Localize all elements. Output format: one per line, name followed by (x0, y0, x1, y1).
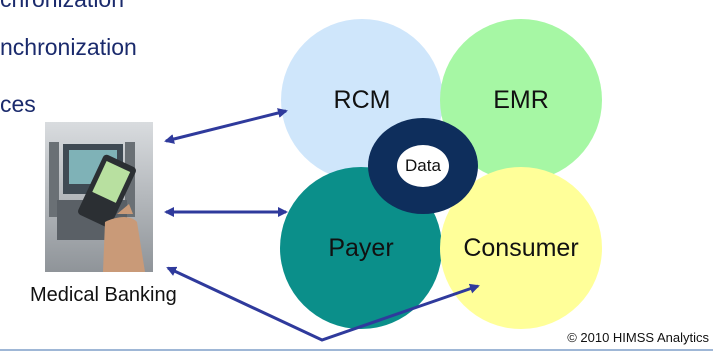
emr-label: EMR (493, 85, 549, 114)
arrow-banking-rcm (164, 108, 288, 144)
bottom-divider (0, 349, 713, 351)
rcm-label: RCM (333, 85, 391, 114)
consumer-label: Consumer (463, 233, 579, 262)
bullet-text-2: nchronization (0, 34, 137, 60)
payer-label: Payer (328, 233, 394, 262)
bullet-text-3: ces (0, 91, 36, 117)
data-center: Data (397, 145, 449, 187)
data-label: Data (405, 156, 441, 175)
bullet-text-1: chronization (0, 0, 124, 13)
consumer-circle: Consumer (440, 167, 602, 329)
copyright-text: © 2010 HIMSS Analytics (567, 330, 709, 345)
arrow-banking-consumer (166, 266, 480, 342)
medical-banking-caption: Medical Banking (30, 284, 177, 306)
atm-phone-image (45, 122, 153, 272)
rcm-circle: RCM (281, 19, 443, 181)
data-ring: Data (368, 118, 478, 214)
